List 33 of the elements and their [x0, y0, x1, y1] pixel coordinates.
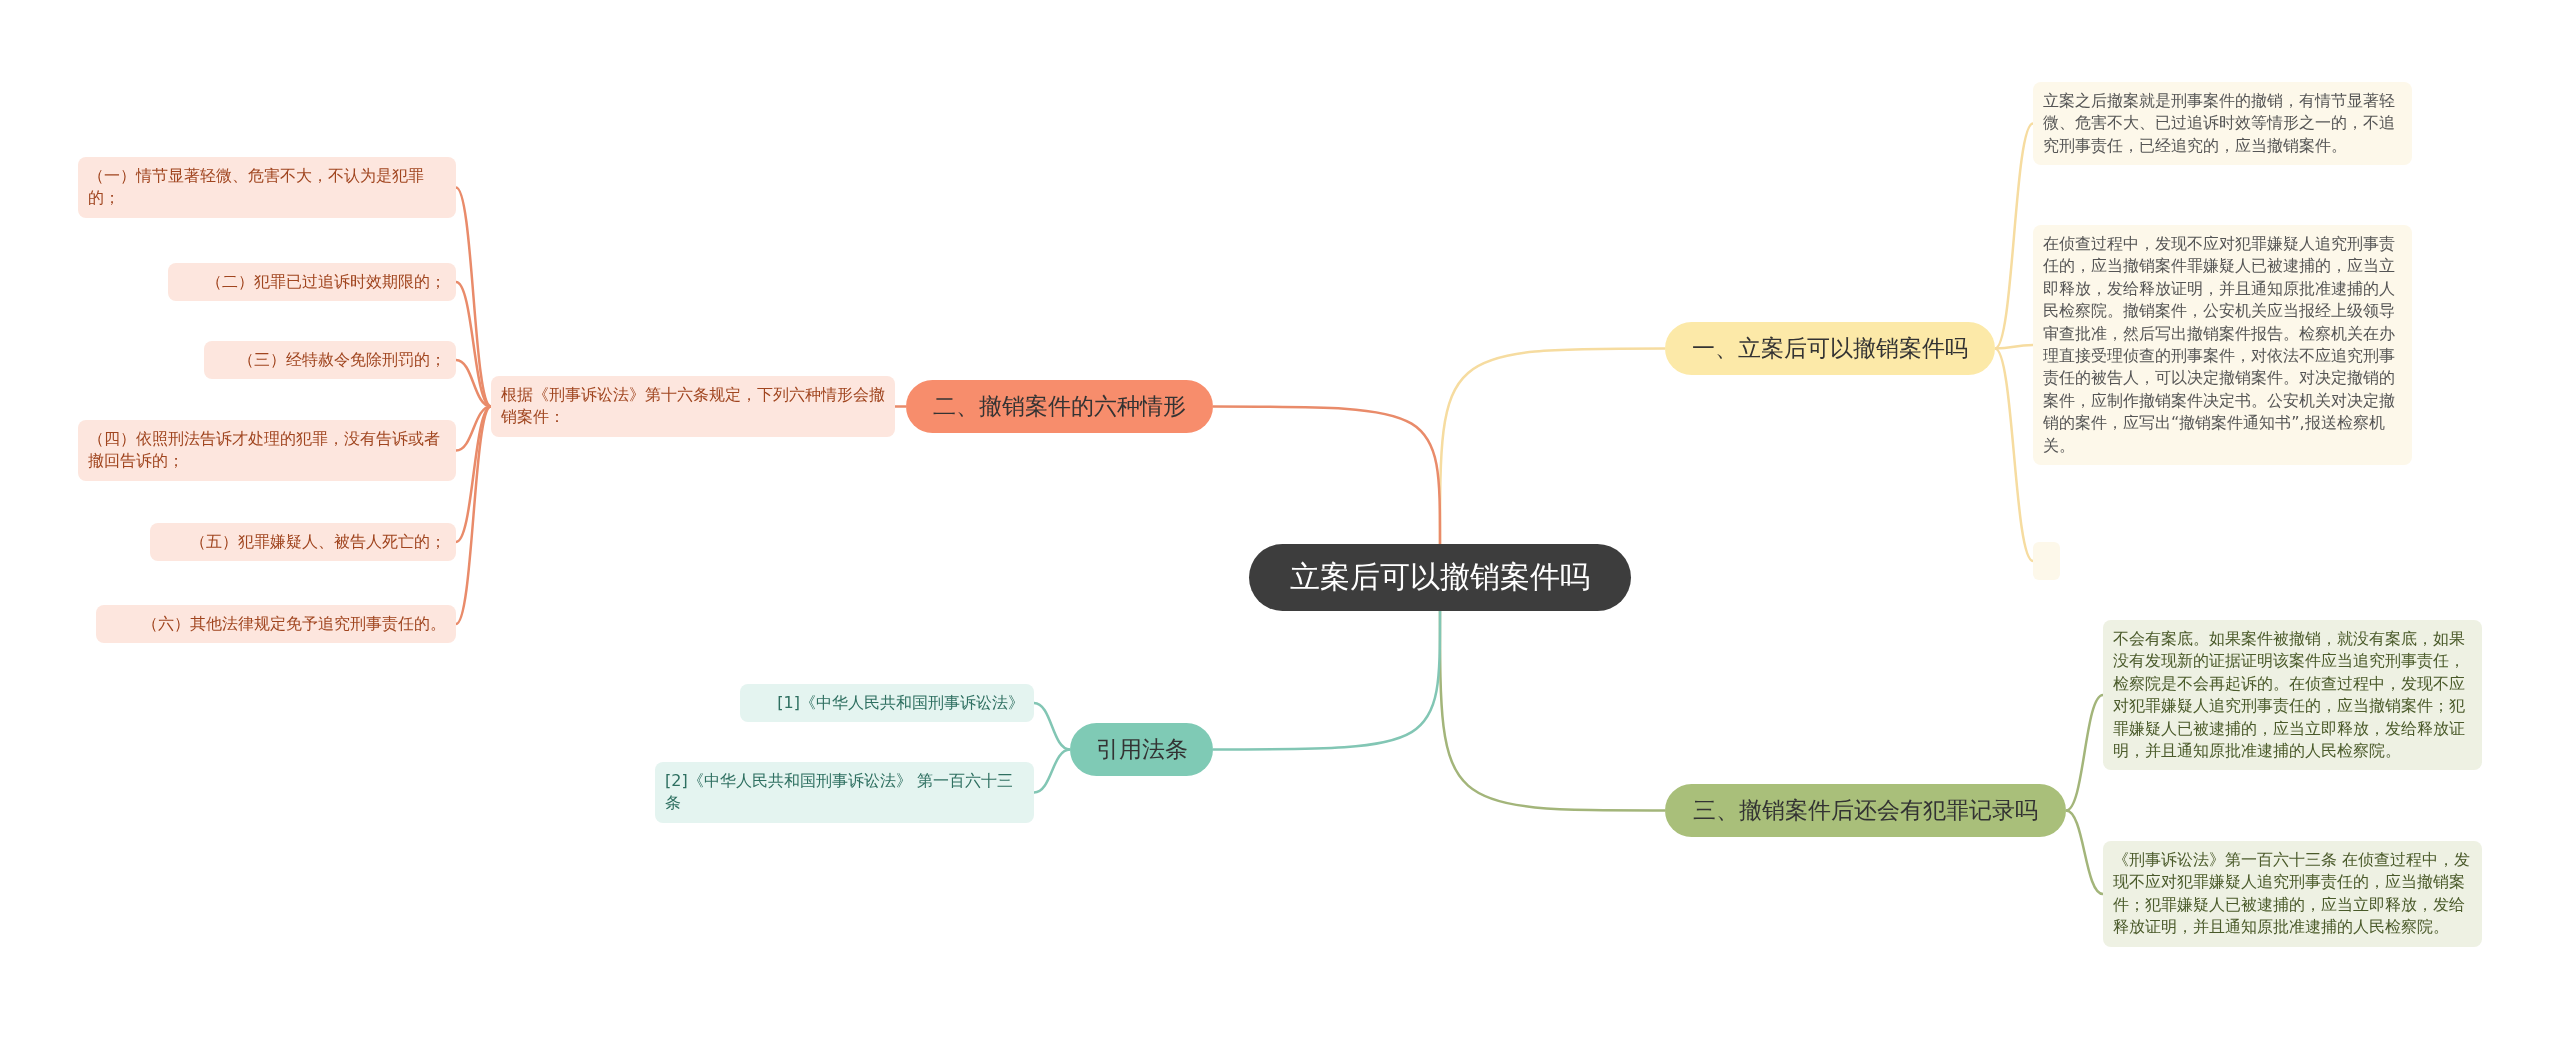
text-card: 《刑事诉讼法》第一百六十三条 在侦查过程中，发现不应对犯罪嫌疑人追究刑事责任的，应当撤销案件；犯罪嫌疑人已被逮捕的，应当立即释放，发给释放证明，并且通知原批准逮捕的人民检察院。	[2103, 841, 2482, 947]
text-card: [1]《中华人民共和国刑事诉讼法》	[740, 684, 1034, 723]
text-card: 根据《刑事诉讼法》第十六条规定，下列六种情形会撤销案件：	[491, 376, 895, 437]
branch-topic: 引用法条	[1070, 723, 1213, 776]
text-card: [2]《中华人民共和国刑事诉讼法》 第一百六十三条	[655, 762, 1034, 823]
connector-line	[895, 405, 906, 408]
connector-line	[1033, 748, 1071, 794]
connector-line	[1994, 347, 2034, 562]
text-card: （五）犯罪嫌疑人、被告人死亡的；	[150, 523, 456, 562]
blank-card	[2033, 542, 2060, 580]
text-card: 在侦查过程中，发现不应对犯罪嫌疑人追究刑事责任的，应当撤销案件罪嫌疑人已被逮捕的，应当立即释放，发给释放证明，并且通知原批准逮捕的人民检察院。撤销案件，公安机关应当报经上级领导审查批准，然后写出撤销案件报告。检察机关在办理直接受理侦查的刑事案件，对依法不应追究刑事责任的被告人，可以决定撤销案件。对决定撤销的案件，应制作撤销案件决定书。公安机关对决定撤销的案件，应写出“撤销案件通知书”,报送检察机关。	[2033, 225, 2412, 465]
text-card: （一）情节显著轻微、危害不大，不认为是犯罪的；	[78, 157, 456, 218]
connector-line	[455, 405, 492, 544]
central-topic: 立案后可以撤销案件吗	[1249, 544, 1631, 611]
branch-topic: 一、立案后可以撤销案件吗	[1665, 322, 1995, 375]
branch-topic: 二、撤销案件的六种情形	[906, 380, 1213, 433]
connector-line	[2065, 809, 2104, 896]
branch-topic: 三、撤销案件后还会有犯罪记录吗	[1665, 784, 2066, 837]
connector-line	[455, 405, 492, 625]
connector-line	[1994, 343, 2034, 350]
text-card: 立案之后撤案就是刑事案件的撤销，有情节显著轻微、危害不大、已过追诉时效等情形之一的，不追究刑事责任，已经追究的，应当撤销案件。	[2033, 82, 2412, 166]
connector-line	[1213, 611, 1442, 751]
connector-line	[1994, 122, 2034, 350]
text-card: 不会有案底。如果案件被撤销，就没有案底，如果没有发现新的证据证明该案件应当追究刑事责任，检察院是不会再起诉的。在侦查过程中，发现不应对犯罪嫌疑人追究刑事责任的，应当撤销案件；犯罪嫌疑人已被逮捕的，应当立即释放，发给释放证明，并且通知原批准逮捕的人民检察院。	[2103, 620, 2482, 771]
connector-line	[1033, 701, 1071, 751]
text-card: （六）其他法律规定免予追究刑事责任的。	[96, 605, 456, 644]
text-card: （二）犯罪已过追诉时效期限的；	[168, 263, 456, 302]
text-card: （三）经特赦令免除刑罚的；	[204, 341, 456, 380]
text-card: （四）依照刑法告诉才处理的犯罪，没有告诉或者撤回告诉的；	[78, 420, 456, 481]
connector-line	[455, 186, 492, 408]
connector-line	[2065, 693, 2104, 812]
connector-line	[1213, 405, 1442, 544]
connector-line	[455, 280, 492, 408]
